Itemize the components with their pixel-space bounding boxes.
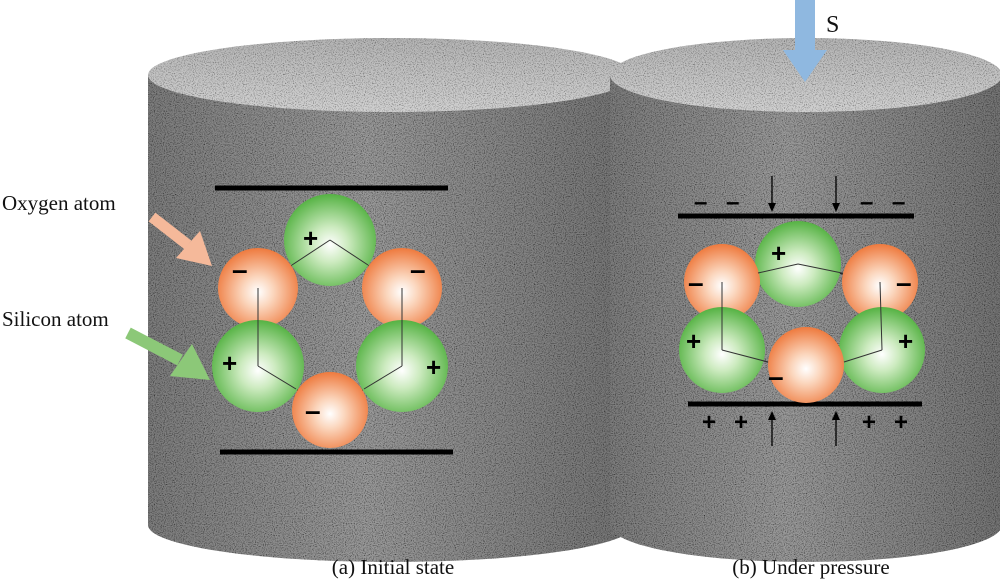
charge-sign: + [898,326,913,356]
charge-sign: + [426,352,441,382]
bond-lines-a-front [257,239,403,390]
bond-lines-b-front [721,263,883,363]
caption-b: (b) Under pressure [732,555,889,579]
charge-sign: + [303,223,318,253]
surface-charge: – [860,189,873,216]
charge-sign: – [232,254,248,285]
surface-charge: + [734,409,748,436]
oxygen-atom-b-bottom [768,327,844,403]
compression-arrow-icon [768,176,840,446]
silicon-arrow-icon [125,327,210,380]
charge-sign: – [688,267,704,298]
stress-label: S [826,12,839,38]
surface-charge: – [726,189,739,216]
oxygen-atom-a-bottom [292,372,368,448]
surface-charge: + [702,409,716,436]
silicon-atom-label: Silicon atom [2,307,109,331]
surface-charge: – [892,189,905,216]
oxygen-atom-label: Oxygen atom [2,191,116,215]
cylinder-body-b [610,75,1000,562]
charge-sign: + [222,348,237,378]
caption-a: (a) Initial state [332,555,454,579]
cylinder-top-a [148,38,634,112]
charge-sign: – [410,254,426,285]
stress-arrow-icon [783,0,827,82]
surface-charge: + [862,409,876,436]
specimen-b: + – – + + – – – – – + + + + [610,38,1000,562]
charge-sign: – [896,267,912,298]
charge-sign: + [686,326,701,356]
surface-charge: + [894,409,908,436]
charge-sign: – [305,395,321,426]
specimen-a: + – – + + – [148,38,634,562]
charge-sign: – [768,361,784,392]
charge-sign: + [771,238,786,268]
surface-charge: – [694,189,707,216]
oxygen-arrow-icon [148,212,212,266]
